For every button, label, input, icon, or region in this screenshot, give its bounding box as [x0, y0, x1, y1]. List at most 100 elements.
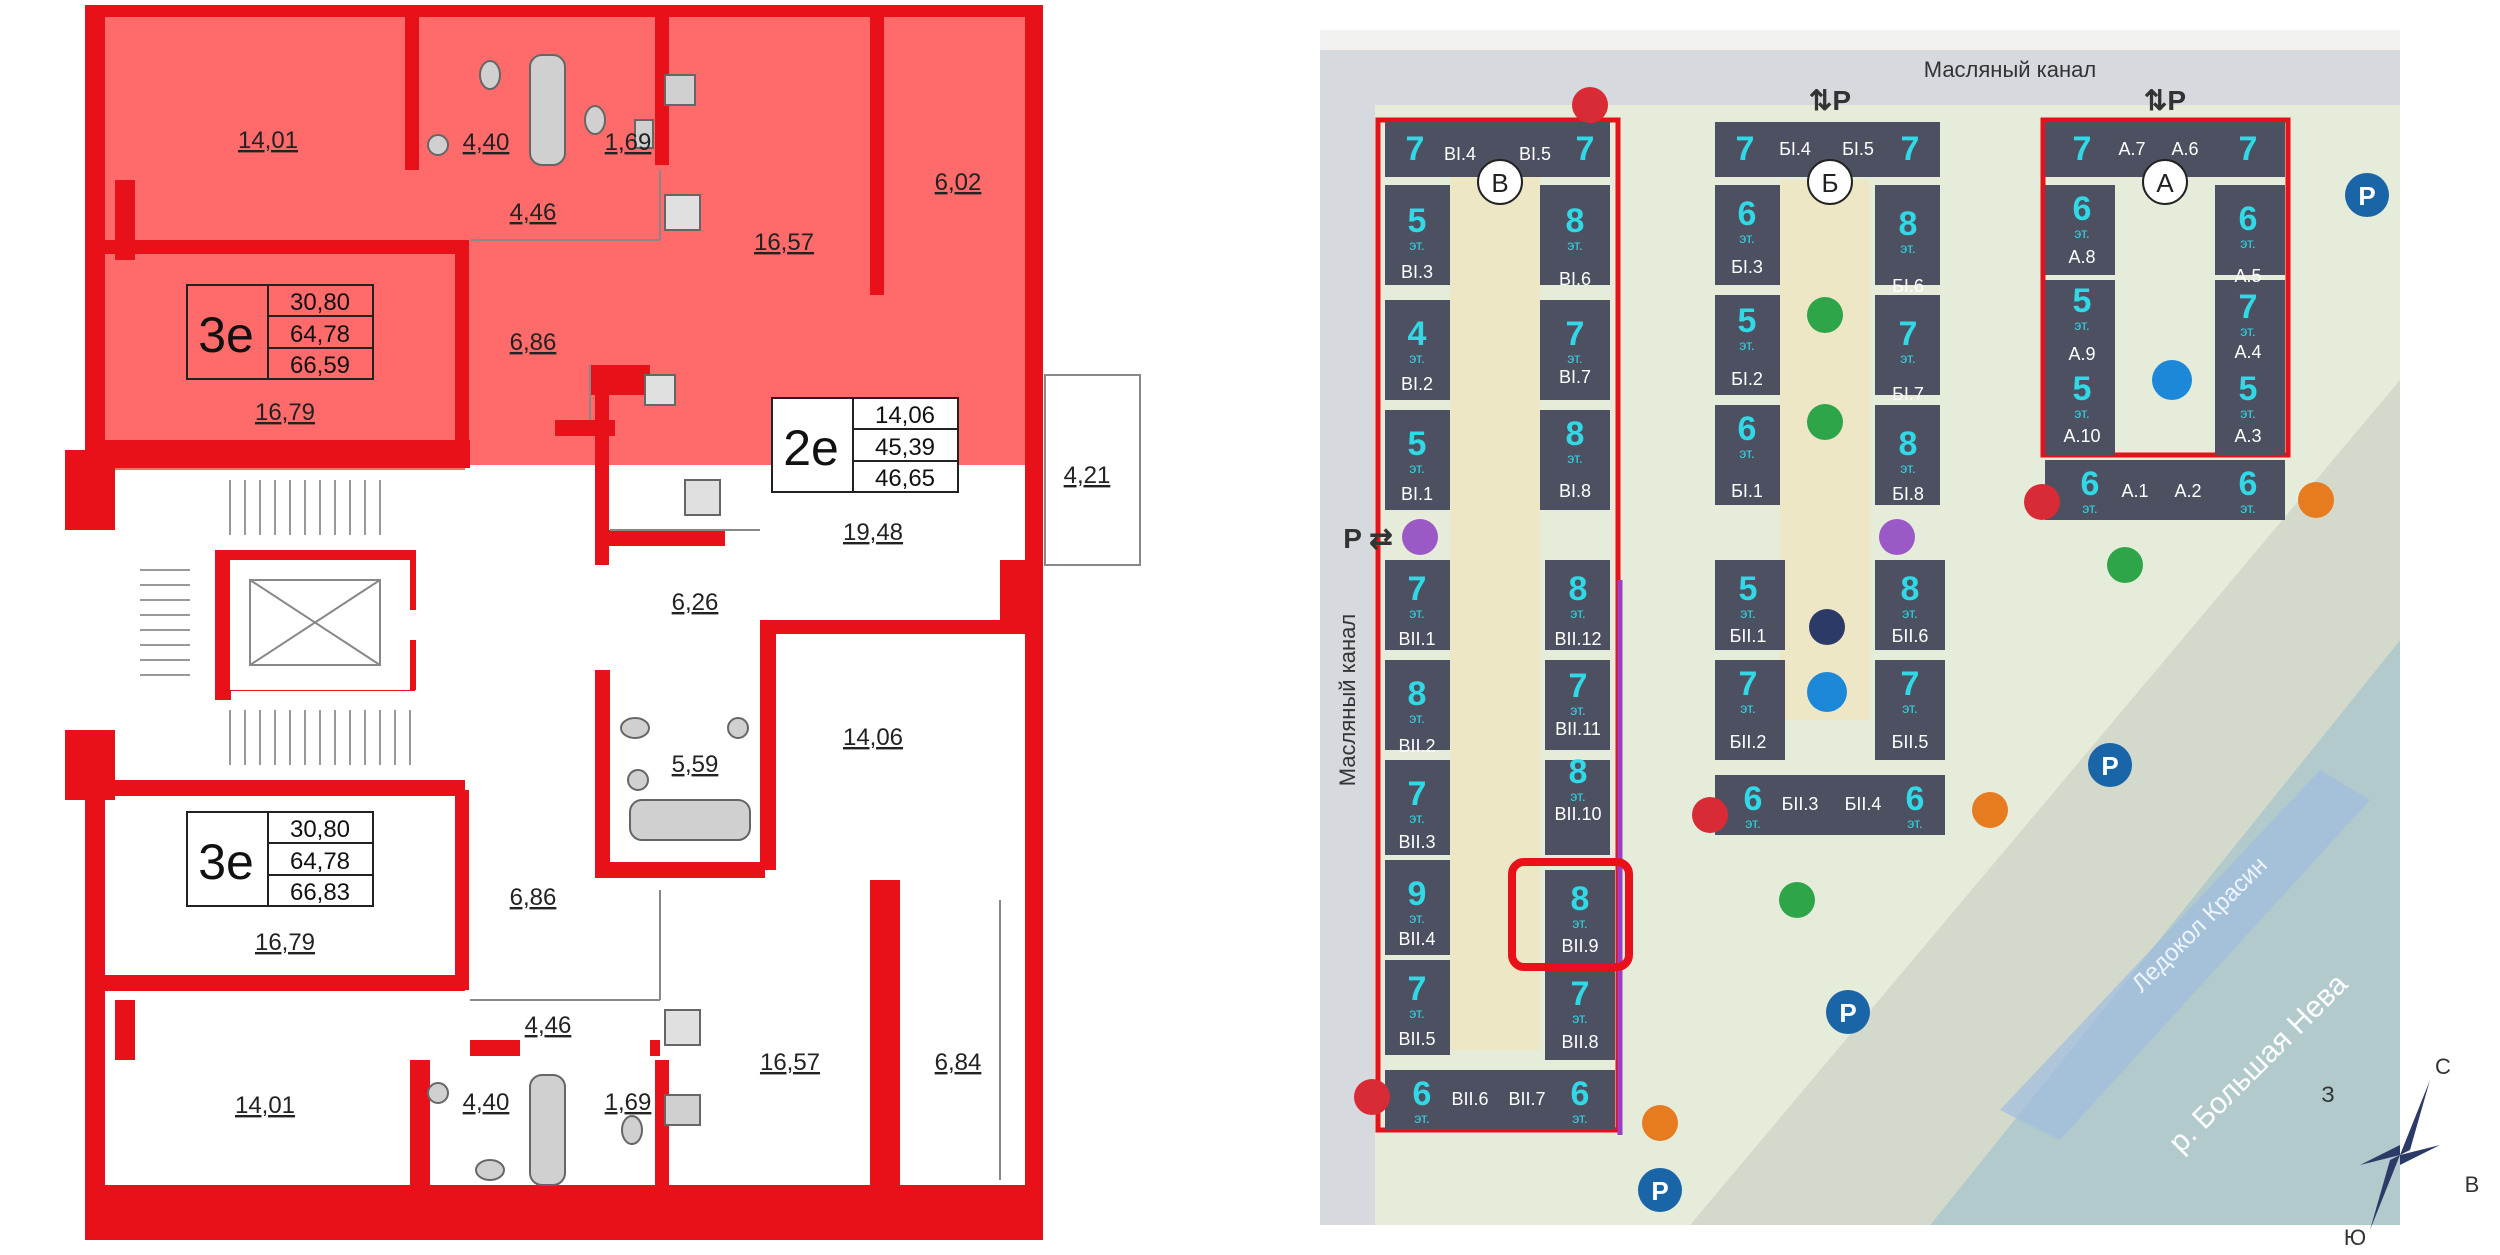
svg-text:В: В — [1491, 168, 1508, 198]
building-A1[interactable]: 6 эт. А.1 — [2081, 465, 2149, 516]
room-area: 6,86 — [510, 884, 557, 911]
parking-icon[interactable]: P — [1638, 1168, 1682, 1212]
building-VII11[interactable]: 7 эт. ВII.11 — [1555, 667, 1601, 739]
building-VII3[interactable]: 7 эт. ВII.3 — [1398, 775, 1435, 852]
section-marker-b[interactable]: Б — [1807, 159, 1853, 205]
canal-left — [1320, 50, 1375, 1225]
building-BII6[interactable]: 8 эт. БII.6 — [1892, 570, 1929, 646]
building-BII2[interactable]: 7 эт. БII.2 — [1730, 665, 1767, 752]
playground-icon[interactable] — [2107, 547, 2143, 583]
room-area: 1,69 — [605, 129, 652, 156]
balcony-outline — [1044, 374, 1141, 566]
courtyard — [1450, 120, 1540, 1050]
section-marker-a[interactable]: А — [2142, 159, 2188, 205]
building-VI2[interactable]: 4 эт. ВI.2 — [1401, 315, 1433, 394]
entrance-icon[interactable] — [2024, 484, 2060, 520]
parking-icon[interactable]: P — [2345, 173, 2389, 217]
building-BI5[interactable]: БI.5 7 — [1842, 130, 1919, 168]
playground-icon[interactable] — [1807, 404, 1843, 440]
building-A8[interactable]: 6 эт. А.8 — [2068, 190, 2095, 267]
svg-text:7: 7 — [1901, 130, 1920, 168]
building-A3[interactable]: 5 эт. А.3 — [2234, 370, 2261, 446]
svg-text:эт.: эт. — [1902, 700, 1918, 716]
building-VI6[interactable]: 8 эт. ВI.6 — [1559, 202, 1591, 289]
building-VII10[interactable]: 8 эт. ВII.10 — [1554, 753, 1601, 824]
parking-icon[interactable]: P — [2088, 743, 2132, 787]
svg-text:7: 7 — [2073, 130, 2092, 168]
building-BI7[interactable]: 7 эт. БI.7 — [1892, 315, 1924, 404]
apartment-info-box[interactable]: 3е 30,80 64,78 66,83 — [186, 811, 374, 907]
building-VI7[interactable]: 7 эт. ВI.7 — [1559, 315, 1591, 387]
building-BII4[interactable]: БII.4 6 эт. — [1845, 780, 1925, 831]
building-VII6[interactable]: 6 эт. ВII.6 — [1413, 1075, 1489, 1126]
svg-text:эт.: эт. — [1409, 810, 1425, 826]
building-BI3[interactable]: 6 эт. БI.3 — [1731, 195, 1763, 277]
svg-text:7: 7 — [1408, 775, 1427, 813]
building-VII5[interactable]: 7 эт. ВII.5 — [1398, 970, 1435, 1049]
toilet-icon — [620, 717, 650, 739]
building-VII2[interactable]: 8 эт. ВII.2 — [1398, 675, 1435, 756]
sink-icon — [727, 717, 749, 739]
building-VII12[interactable]: 8 эт. ВII.12 — [1554, 570, 1601, 649]
svg-text:7: 7 — [2239, 288, 2258, 326]
building-VI1[interactable]: 5 эт. ВI.1 — [1401, 425, 1433, 504]
playground-icon[interactable] — [1779, 882, 1815, 918]
entrance-icon[interactable] — [1692, 797, 1728, 833]
building-VII9[interactable]: 8 эт. ВII.9 — [1561, 880, 1598, 956]
svg-text:эт.: эт. — [1570, 605, 1586, 621]
apartment-info-box[interactable]: 2е 14,06 45,39 46,65 — [771, 397, 959, 493]
building-A2[interactable]: А.2 6 эт. — [2174, 465, 2257, 516]
sculpture-icon[interactable] — [1809, 609, 1845, 645]
living-area: 14,06 — [875, 402, 935, 429]
svg-text:БII.1: БII.1 — [1730, 626, 1767, 646]
building-BII1[interactable]: 5 эт. БII.1 — [1730, 570, 1767, 646]
apartment-info-box[interactable]: 3е 30,80 64,78 66,59 — [186, 284, 374, 380]
section-marker-v[interactable]: В — [1477, 159, 1523, 205]
building-BI2[interactable]: 5 эт. БI.2 — [1731, 302, 1763, 389]
building-BII3[interactable]: 6 эт. БII.3 — [1744, 780, 1819, 831]
entrance-icon[interactable] — [1354, 1079, 1390, 1115]
building-VII4[interactable]: 9 эт. ВII.4 — [1398, 875, 1435, 949]
room-area: 4,40 — [463, 1089, 510, 1116]
bathtub-icon — [529, 54, 566, 166]
toilet-icon — [621, 1115, 643, 1145]
building-BI1[interactable]: 6 эт. БI.1 — [1731, 410, 1763, 501]
building-A9[interactable]: 5 эт. А.9 — [2068, 282, 2095, 364]
svg-text:7: 7 — [1566, 315, 1585, 353]
yoga-area-icon[interactable] — [1879, 519, 1915, 555]
building-A10[interactable]: 5 эт. А.10 — [2063, 370, 2100, 446]
building-VII7[interactable]: ВII.7 6 эт. — [1508, 1075, 1589, 1126]
info-icon[interactable] — [2298, 482, 2334, 518]
building-A5[interactable]: 6 эт. А.5 — [2234, 200, 2261, 286]
fountain-icon[interactable] — [1807, 672, 1847, 712]
svg-text:8: 8 — [1408, 675, 1427, 713]
building-VI5[interactable]: ВI.5 7 — [1519, 130, 1594, 168]
building-A4[interactable]: 7 эт. А.4 — [2234, 288, 2261, 362]
svg-text:эт.: эт. — [2074, 405, 2090, 421]
building-VII8[interactable]: 7 эт. ВII.8 — [1561, 975, 1598, 1052]
svg-text:7: 7 — [2239, 130, 2258, 168]
entrance-icon[interactable] — [1572, 87, 1608, 123]
building-VI3[interactable]: 5 эт. ВI.3 — [1401, 202, 1433, 282]
fountain-icon[interactable] — [2152, 360, 2192, 400]
svg-text:7: 7 — [1408, 970, 1427, 1008]
building-A6[interactable]: А.6 7 — [2171, 130, 2257, 168]
info-icon[interactable] — [1972, 792, 2008, 828]
svg-text:ВI.2: ВI.2 — [1401, 374, 1433, 394]
sink-icon — [634, 119, 654, 149]
building-VI4[interactable]: 7 ВI.4 — [1406, 130, 1476, 168]
playground-icon[interactable] — [1807, 297, 1843, 333]
svg-text:эт.: эт. — [1409, 1005, 1425, 1021]
info-icon[interactable] — [1642, 1105, 1678, 1141]
building-VI8[interactable]: 8 эт. ВI.8 — [1559, 415, 1591, 501]
svg-text:ВII.1: ВII.1 — [1398, 629, 1435, 649]
building-BI4[interactable]: 7 БI.4 — [1736, 130, 1811, 168]
svg-text:А.2: А.2 — [2174, 481, 2201, 501]
building-VII1[interactable]: 7 эт. ВII.1 — [1398, 570, 1435, 649]
yoga-area-icon[interactable] — [1402, 519, 1438, 555]
building-A7[interactable]: 7 А.7 — [2073, 130, 2146, 168]
building-BI6[interactable]: 8 эт. БI.6 — [1892, 205, 1924, 296]
parking-icon[interactable]: P — [1826, 990, 1870, 1034]
building-BII5[interactable]: 7 эт. БII.5 — [1892, 665, 1929, 752]
building-BI8[interactable]: 8 эт. БI.8 — [1892, 425, 1924, 504]
